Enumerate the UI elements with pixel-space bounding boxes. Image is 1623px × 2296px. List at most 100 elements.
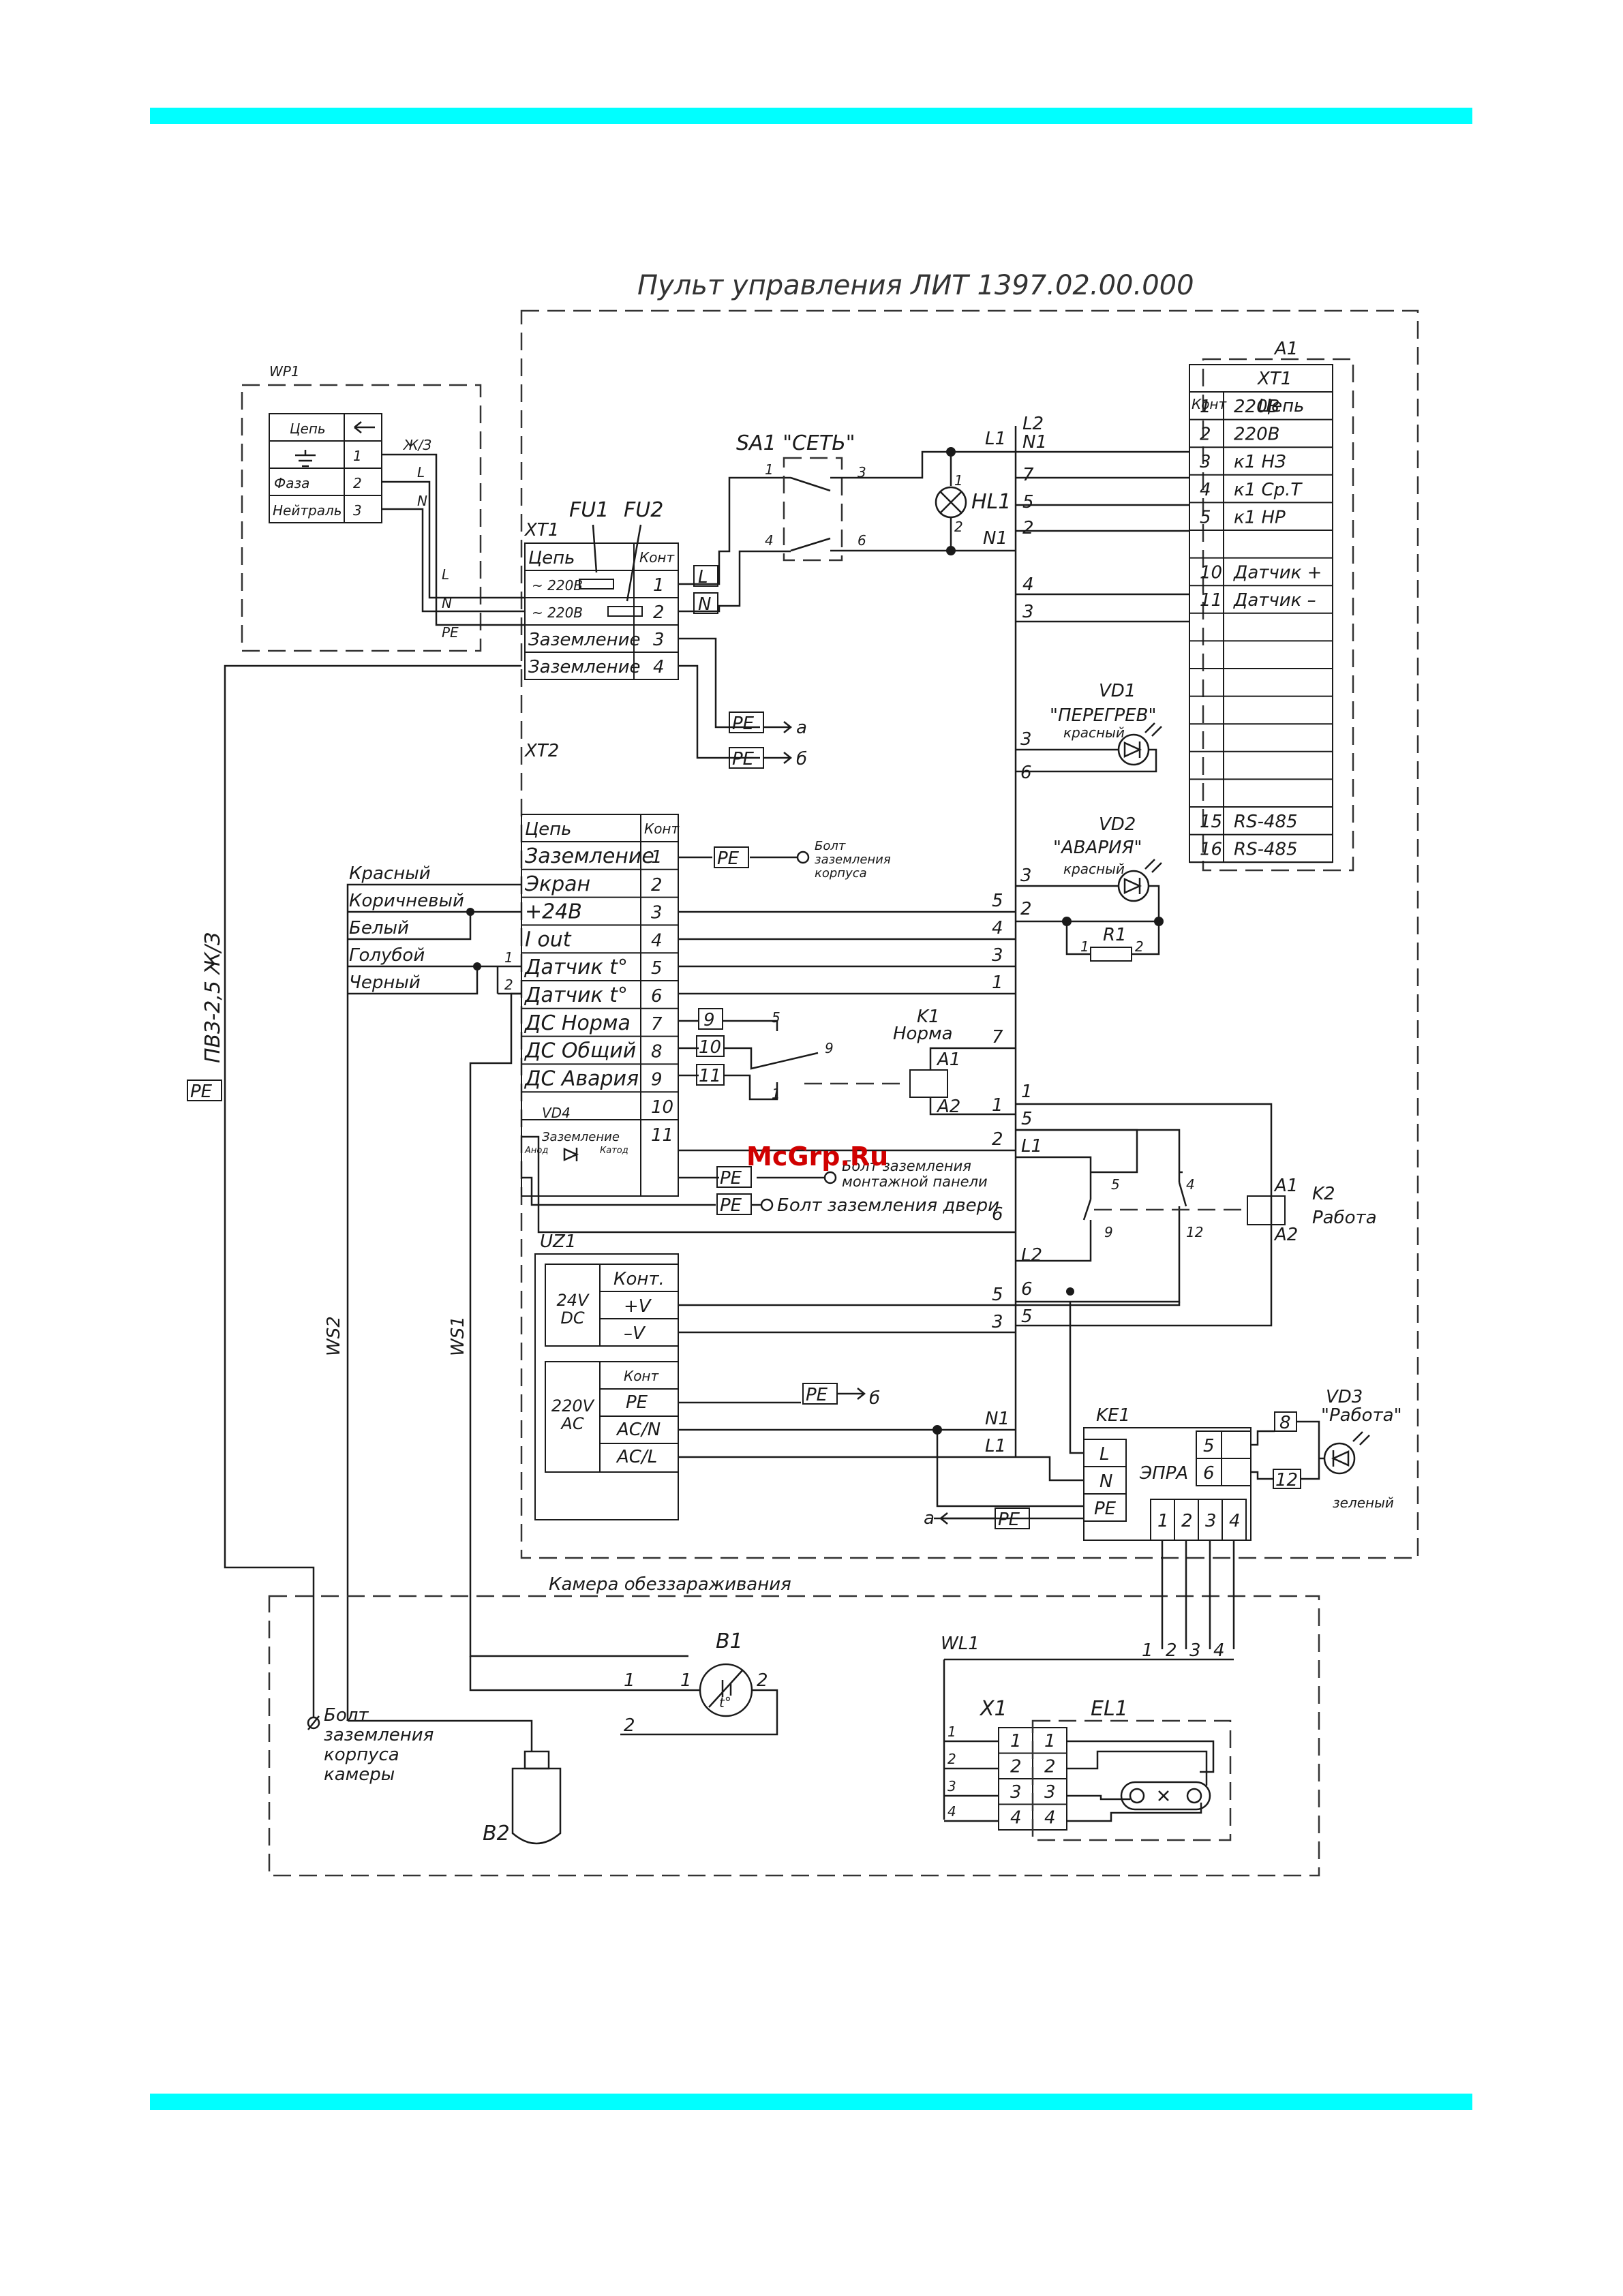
ke1-pin-pe: PE: [1094, 1499, 1117, 1519]
pe-uz1-tag-text: PE: [806, 1385, 828, 1405]
wire-n-to-sa1: [678, 550, 791, 613]
sa1-pin-4: 4: [765, 532, 774, 549]
bolt-icon: [823, 1171, 837, 1184]
k1-tag-9: [698, 1008, 723, 1030]
a1-label: A1: [1273, 339, 1298, 359]
k1-tag-10: [696, 1035, 725, 1057]
pe-tag-a-text: PE: [732, 714, 755, 734]
xt1-in-n: N: [442, 595, 452, 611]
a1-row-7-num: 10: [1200, 563, 1222, 583]
arrow-icon: [354, 421, 375, 433]
xt2-row-3-num: 3: [651, 903, 663, 923]
k2-contact-5: 5: [1111, 1176, 1120, 1193]
led-icon: [1117, 722, 1162, 766]
label-l2: L2: [1022, 414, 1044, 434]
x1-right-2: 2: [1044, 1757, 1056, 1777]
ke1-bottom-pin-3: 3: [1205, 1511, 1217, 1531]
vd3-tag-8-text: 8: [1279, 1413, 1291, 1433]
wire-n-in: [382, 508, 525, 613]
pe-door-tag-text: PE: [720, 1195, 742, 1216]
page-title: Пульт управления ЛИТ 1397.02.00.000: [637, 270, 1194, 301]
a1-wire-4: 4: [1022, 575, 1034, 595]
wp1-row-3-name: Нейтраль: [273, 502, 342, 519]
xt2-row-2-name: Экран: [524, 872, 590, 896]
b1-label: B1: [716, 1629, 743, 1653]
xt2-right-3: 3: [992, 945, 1003, 966]
xt2-row-7-name: ДС Норма: [524, 1011, 631, 1035]
a1-wire-3: 3: [1022, 602, 1034, 622]
rail-label-6: 6: [1021, 1279, 1033, 1300]
chamber-border: [268, 1595, 1320, 1877]
hl1-label: HL1: [971, 490, 1011, 514]
wp1-row-2-num: 2: [353, 475, 362, 491]
xt2-row-1-name: Заземление: [525, 844, 654, 868]
uz1-dc-pv: +V: [624, 1296, 652, 1317]
k2-contact-12: 12: [1186, 1224, 1203, 1240]
ke1-pin-5: 5: [1203, 1436, 1215, 1456]
led-icon: [1323, 1431, 1370, 1475]
el1-label: EL1: [1091, 1697, 1128, 1721]
a1-row-17-num: 16: [1200, 840, 1222, 860]
rail-label-l2: L2: [1021, 1245, 1042, 1266]
a1-row-16-num: 15: [1200, 812, 1222, 832]
xt1-row-1-name: ~ 220В: [532, 577, 583, 594]
uz1-ac-wires: [678, 1401, 1016, 1458]
k2-contact-1: [1016, 1199, 1092, 1262]
sa1-pin-6: 6: [858, 532, 866, 549]
l2-to-ke1: [1069, 1302, 1084, 1454]
a1-row-2-name: 220В: [1234, 425, 1279, 445]
k2-contact-9: 9: [1104, 1224, 1113, 1240]
led-icon: [1117, 859, 1162, 902]
xt2-right-5: 5: [992, 891, 1003, 911]
a1-row-2-num: 2: [1200, 425, 1211, 445]
xt2-row-8-num: 8: [651, 1042, 663, 1062]
ke1-bottom-pin-4: 4: [1229, 1511, 1241, 1531]
xt2-bus-2: 2: [992, 1129, 1003, 1150]
pe-ke1-target: а: [924, 1508, 935, 1529]
a1-row-3-name: к1 НЗ: [1234, 452, 1286, 472]
uz1-ac-header: Конт: [624, 1368, 660, 1384]
xt1-header-contact: Конт: [639, 549, 676, 566]
wp1-row-1-num: 1: [353, 448, 362, 464]
pe-tag-b-text: PE: [732, 749, 755, 769]
x1-left-1: 1: [1010, 1731, 1022, 1751]
uv-lamp-icon: [1120, 1781, 1211, 1811]
pe-main-tag: [187, 1080, 222, 1101]
xt1-row-4-name: Заземление: [528, 657, 641, 677]
wire-color-red: Красный: [349, 863, 431, 884]
xt2-row-3-name: +24В: [525, 900, 582, 924]
b1-wires: [469, 1656, 778, 1736]
tag-l: [693, 565, 718, 587]
wp1-header-circuit: Цепь: [290, 420, 326, 437]
fuse-icon: [607, 606, 643, 617]
a1-row-1-name: 220В: [1234, 397, 1279, 417]
xt2-row-9-num: 9: [651, 1069, 663, 1090]
vd4-cathode: Катод: [600, 1146, 628, 1156]
uz1-ac-n: AC/N: [616, 1420, 661, 1440]
ke1-name: ЭПРА: [1139, 1463, 1188, 1484]
vd1-pin-3: 3: [1020, 729, 1032, 750]
b1-pin-2: 2: [624, 1715, 635, 1736]
a1-border: [1202, 358, 1354, 872]
wire-sa1-l1: [851, 450, 1016, 479]
fuse-icon: [579, 579, 614, 590]
xt1-row-3-num: 3: [653, 630, 665, 650]
a1-row-3-num: 3: [1200, 452, 1211, 472]
arrow-icon: [763, 752, 793, 764]
sa1-contacts: [790, 476, 851, 552]
tag-n: [693, 592, 718, 614]
sensor-wires: [346, 883, 521, 1721]
ke1-pin-6: 6: [1203, 1463, 1215, 1484]
wire-color-white: Белый: [349, 918, 409, 938]
x1-label: X1: [979, 1697, 1007, 1721]
wl1-num-1: 1: [1142, 1640, 1153, 1661]
wire-pe-in: [382, 453, 525, 626]
k1-coil-wires: [929, 1047, 1016, 1116]
label-l1: L1: [985, 429, 1006, 449]
pe-case-tag-text: PE: [717, 848, 740, 869]
xt2-header-contact: Конт: [644, 821, 680, 837]
